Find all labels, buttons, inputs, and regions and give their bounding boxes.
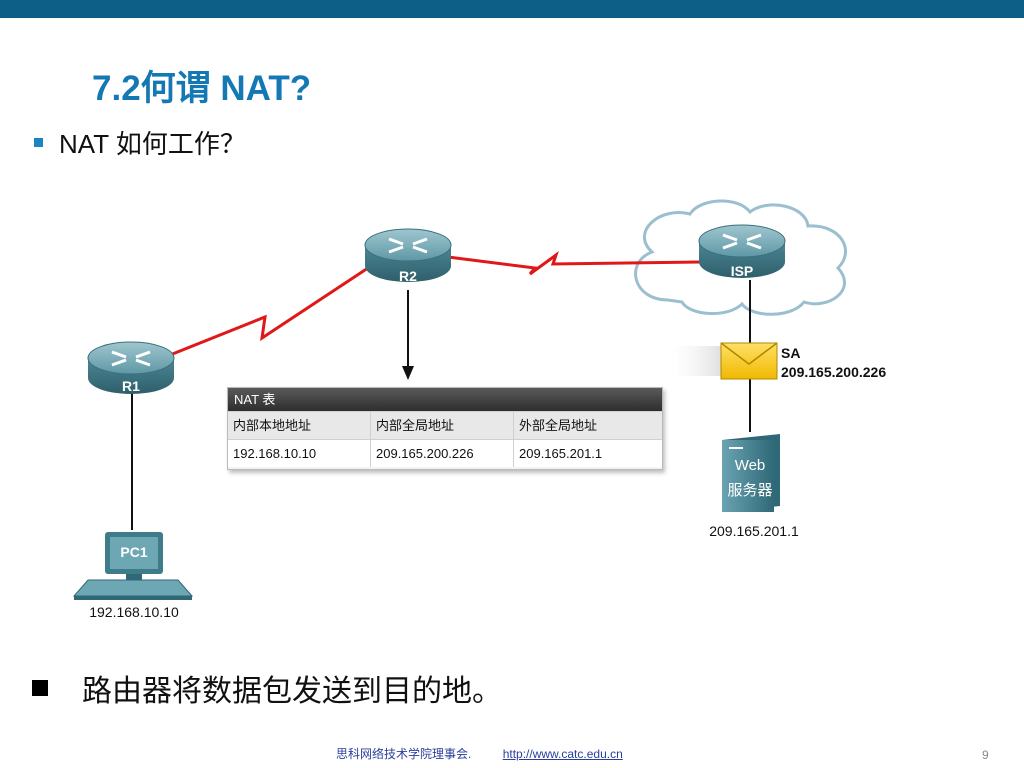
bullet-square-icon [34,138,43,147]
footer-url-link[interactable]: http://www.catc.edu.cn [502,747,623,761]
nat-table-header-cell: 外部全局地址 [519,418,598,433]
footer-org: 思科网络技术学院理事会. [336,747,472,761]
bullet-square-icon [32,680,48,696]
router-r2-icon [364,228,452,282]
envelope-icon [720,342,778,380]
nat-table-cell: 209.165.200.226 [371,440,514,467]
router-r2-label: R2 [399,268,417,284]
web-server-label-line2: 服务器 [727,482,772,499]
pc1-icon [72,532,194,600]
sa-ip: 209.165.200.226 [781,364,886,380]
nat-table-cell: 209.165.201.1 [519,446,603,461]
nat-table-header-cell: 内部本地地址 [228,412,371,439]
web-server-icon [722,434,780,512]
bullet-text: NAT 如何工作？ [59,129,246,159]
bullet-nat-how: NAT 如何工作？ [34,124,246,161]
page-number: 9 [982,748,989,762]
nat-table-header-row: 内部本地地址 内部全局地址 外部全局地址 [228,411,662,439]
bullet-text: 路由器将数据包发送到目的地。 [82,674,502,709]
router-r1-icon [87,341,175,394]
footer: 思科网络技术学院理事会. http://www.catc.edu.cn [336,745,623,762]
top-bar [0,0,1024,18]
bullet-route-packet: 路由器将数据包发送到目的地。 [32,666,502,710]
nat-table-title: NAT 表 [228,388,662,411]
serial-links [164,251,701,359]
nat-table-cell: 192.168.10.10 [228,440,371,467]
web-server-label-line1: Web [735,457,766,474]
pc1-ip: 192.168.10.10 [89,604,179,620]
envelope-speed-lines [664,346,722,376]
router-isp-icon [698,224,786,278]
router-r1-label: R1 [122,378,140,394]
table-row: 192.168.10.10 209.165.200.226 209.165.20… [228,439,662,467]
nat-table-header-cell: 内部全局地址 [371,412,514,439]
serial-link-r1-r2 [164,266,369,359]
web-server-ip: 209.165.201.1 [709,523,799,539]
down-arrow-icon [402,290,414,380]
slide-title: 7.2何谓 NAT? [92,69,312,108]
pc1-label: PC1 [120,544,147,560]
sa-label: SA [781,345,800,361]
router-isp-label: ISP [731,263,754,279]
serial-link-r2-isp [447,251,701,276]
nat-table: NAT 表 内部本地地址 内部全局地址 外部全局地址 192.168.10.10… [227,387,663,470]
